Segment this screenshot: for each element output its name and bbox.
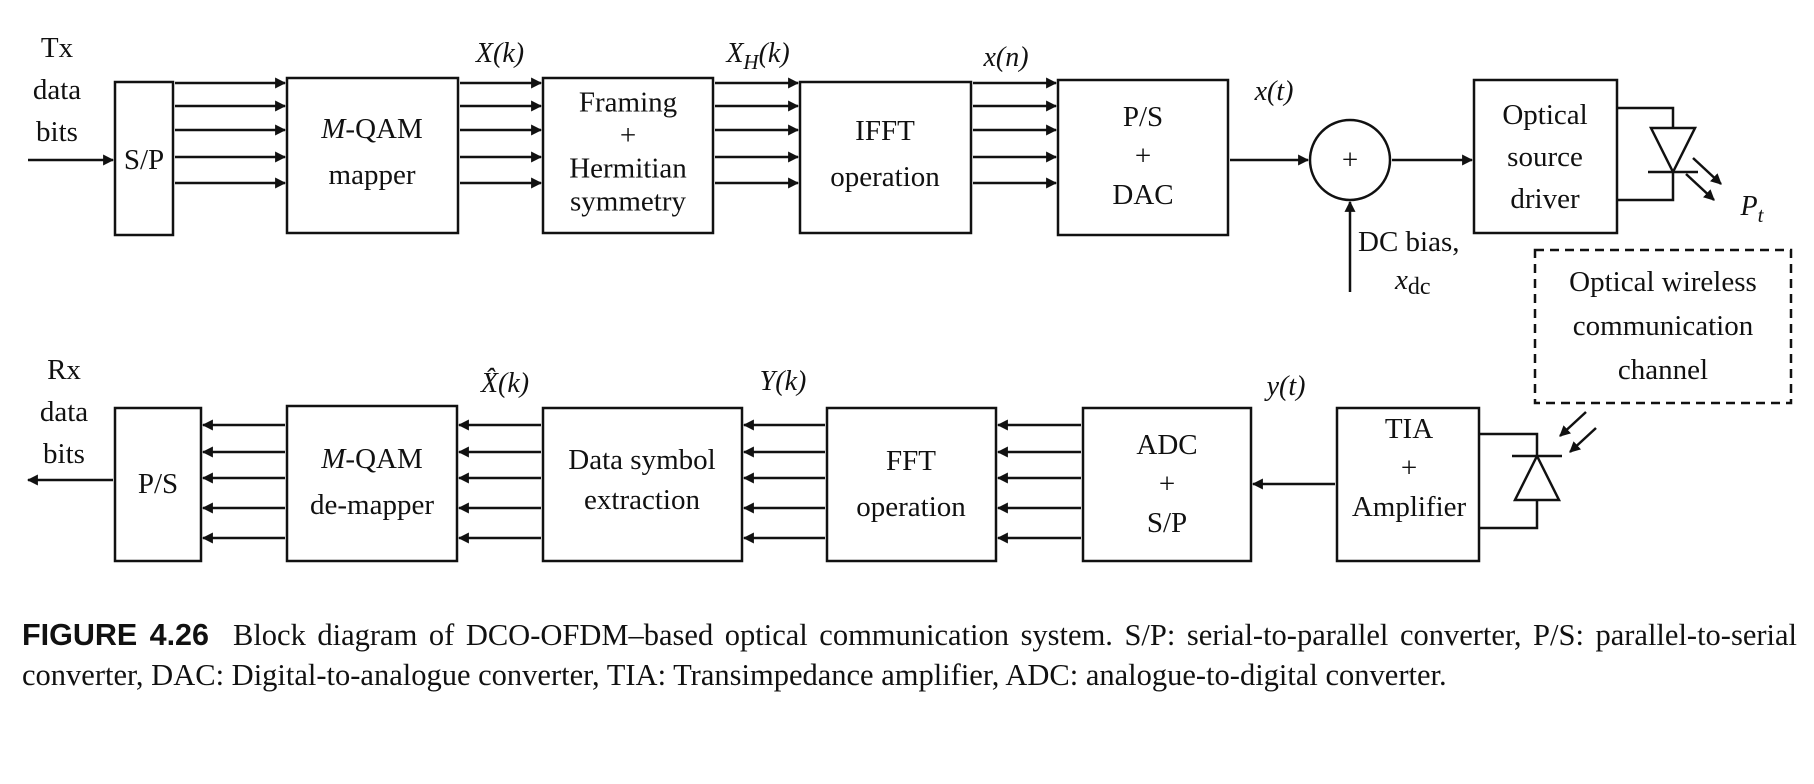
qam-mapper-label-line-2: mapper xyxy=(329,159,416,191)
ifft-label-line-1: IFFT xyxy=(855,115,915,147)
signal-x-t: x(t) xyxy=(1254,76,1294,107)
framing-label-line-4: symmetry xyxy=(570,186,686,218)
block-diagram: S/PM-QAMmapperFraming+HermitiansymmetryI… xyxy=(26,32,1793,563)
extraction-label-line-2: extraction xyxy=(584,484,700,516)
dc-bias-summer xyxy=(1308,118,1392,202)
qam-mapper-block xyxy=(285,76,460,235)
framing-block xyxy=(541,76,715,235)
rx-data-bits-line-3: bits xyxy=(43,438,85,470)
framing-label-line-3: Hermitian xyxy=(569,153,687,185)
ps-block xyxy=(113,406,203,563)
fft-label-line-2: operation xyxy=(856,491,966,523)
tx-data-bits-line-3: bits xyxy=(36,116,78,148)
adc-sp-label-line-3: S/P xyxy=(1147,507,1187,539)
signal-xhat-k: X̂(k) xyxy=(480,368,529,399)
source-driver-label-line-1: Optical xyxy=(1502,99,1587,131)
channel-box xyxy=(1533,248,1793,405)
adc-sp-label-line-2: + xyxy=(1159,468,1175,500)
ps-dac-label-line-3: DAC xyxy=(1112,179,1173,211)
qam-mapper-label-line-1: M-QAM xyxy=(320,113,423,145)
figure-number: FIGURE 4.26 xyxy=(22,618,209,652)
framing-label-line-2: + xyxy=(620,120,636,152)
ifft-label-line-2: operation xyxy=(830,161,940,193)
led-icon xyxy=(1617,106,1722,202)
qam-demapper-block xyxy=(285,404,459,563)
signal-x-n: x(n) xyxy=(982,42,1028,73)
channel-label-line-2: communication xyxy=(1573,310,1754,342)
channel-label-line-3: channel xyxy=(1618,354,1708,386)
tia-block xyxy=(1335,406,1481,563)
qam-demapper-label-line-1: M-QAM xyxy=(320,443,423,475)
signal-p-t: Pt xyxy=(1740,191,1765,227)
caption-text: Block diagram of DCO-OFDM–based optical … xyxy=(22,618,1797,692)
ps-dac-label-line-1: P/S xyxy=(1123,101,1163,133)
fft-label-line-1: FFT xyxy=(886,445,936,477)
tx-data-bits-line-1: Tx xyxy=(41,32,74,64)
framing-label-line-1: Framing xyxy=(579,87,677,119)
signal-y-t: y(t) xyxy=(1264,371,1306,402)
dc-bias-label-line-1: DC bias, xyxy=(1358,226,1460,258)
ps-dac-label-line-2: + xyxy=(1135,140,1151,172)
adc-sp-label-line-1: ADC xyxy=(1136,429,1197,461)
signal-xh-k: XH(k) xyxy=(725,38,789,74)
rx-data-bits-line-1: Rx xyxy=(47,354,81,386)
source-driver-label-line-2: source xyxy=(1507,141,1583,173)
summer-plus: + xyxy=(1342,144,1358,176)
sp-label-line-1: S/P xyxy=(124,144,164,176)
tx-data-bits-line-2: data xyxy=(33,74,81,106)
ps-label-line-1: P/S xyxy=(138,468,178,500)
rx-data-bits-line-2: data xyxy=(40,396,88,428)
extraction-label-line-1: Data symbol xyxy=(568,444,715,476)
dc-bias-label-line-2: xdc xyxy=(1394,264,1431,300)
photodiode-icon xyxy=(1479,411,1597,530)
tia-label-line-2: + xyxy=(1401,452,1417,484)
source-driver-block xyxy=(1472,78,1619,235)
source-driver-label-line-3: driver xyxy=(1510,183,1580,215)
channel-label-line-1: Optical wireless xyxy=(1569,266,1757,298)
tia-label-line-1: TIA xyxy=(1385,413,1433,445)
ifft-block xyxy=(798,80,973,235)
ps-dac-block xyxy=(1056,78,1230,237)
qam-demapper-label-line-2: de-mapper xyxy=(310,489,434,521)
fft-block xyxy=(825,406,998,563)
extraction-block xyxy=(541,406,744,563)
signal-y-k: Y(k) xyxy=(760,366,807,397)
sp-block xyxy=(113,80,175,237)
signal-x-k: X(k) xyxy=(475,38,524,69)
adc-sp-block xyxy=(1081,406,1253,563)
tia-label-line-3: Amplifier xyxy=(1352,491,1467,523)
